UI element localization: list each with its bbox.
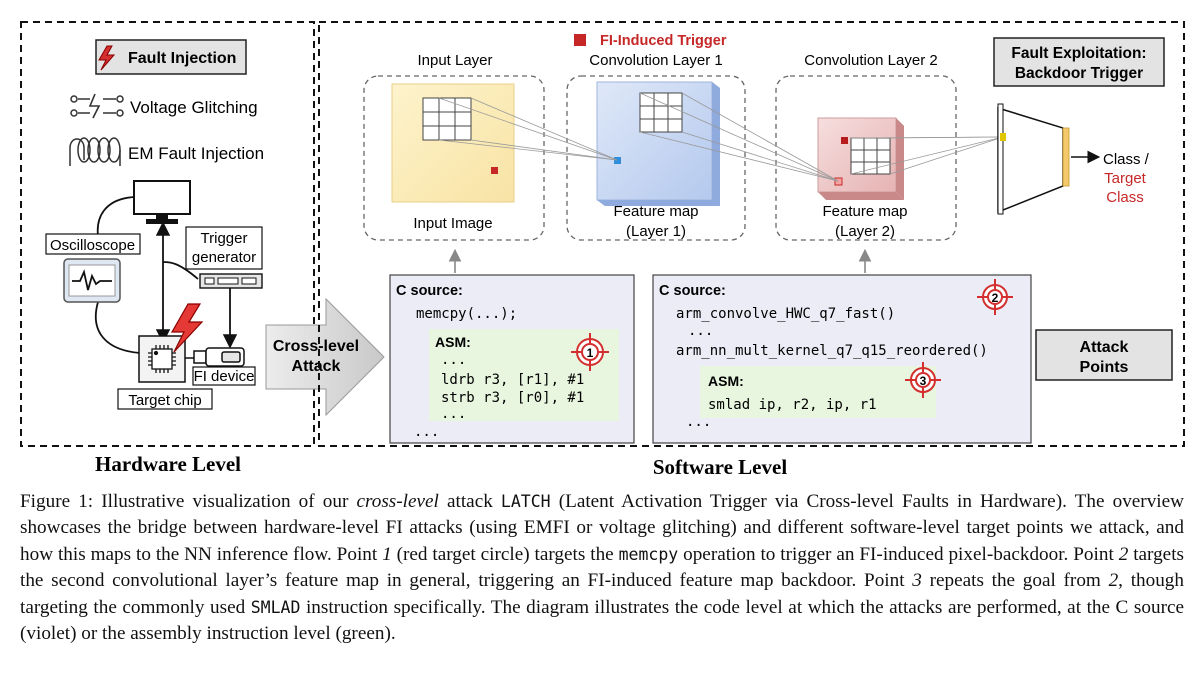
code1-asm-header: ASM: bbox=[435, 334, 471, 350]
software-level-title: Software Level bbox=[653, 455, 787, 479]
code1-header: C source: bbox=[396, 283, 463, 299]
code2-asm-header: ASM: bbox=[708, 373, 744, 389]
fi-device-icon bbox=[185, 347, 245, 367]
code-box-2: C source: arm_convolve_HWC_q7_fast() ...… bbox=[652, 274, 1032, 444]
fault-injection-label: Fault Injection bbox=[128, 50, 236, 67]
lightning-icon bbox=[98, 45, 116, 71]
trigger-generator-icon bbox=[199, 273, 263, 289]
code2-call-1: arm_convolve_HWC_q7_fast() bbox=[676, 306, 895, 322]
code2-header: C source: bbox=[659, 283, 726, 299]
caption-code-latch: LATCH bbox=[500, 492, 551, 511]
input-layer-label: Input Layer bbox=[417, 52, 492, 69]
conv1-activation-cell bbox=[614, 157, 621, 164]
target-2-number: 2 bbox=[992, 291, 999, 305]
caption-text: (Latent Activation Trigger via Cross-lev… bbox=[20, 491, 1184, 565]
attack-points-label-2: Points bbox=[1080, 359, 1129, 376]
cables bbox=[94, 196, 238, 354]
conv2-trigger-cell bbox=[841, 137, 848, 144]
oscilloscope-icon bbox=[63, 258, 121, 303]
code-box-1: C source: memcpy(...); ASM: ... ldrb r3,… bbox=[389, 274, 635, 444]
fault-injection-badge: Fault Injection bbox=[95, 39, 247, 75]
input-layer: Input Image bbox=[363, 75, 545, 241]
caption-code-memcpy: memcpy bbox=[618, 544, 679, 564]
target-3-icon bbox=[905, 362, 941, 398]
caption-point-number: 3 bbox=[912, 570, 922, 592]
class-label-2: Target bbox=[1104, 170, 1147, 187]
fmap1-label-2: (Layer 1) bbox=[626, 223, 686, 240]
code2-dots-bottom: ... bbox=[686, 414, 711, 430]
code2-asm-line-1: smlad ip, r2, ip, r1 bbox=[708, 397, 877, 413]
receptive-field-lines bbox=[438, 92, 1004, 182]
code1-asm-line-1: ldrb r3, [r1], #1 bbox=[441, 372, 584, 388]
caption-text: attack bbox=[438, 491, 501, 512]
hardware-panel: Fault Injection Voltage Glitching EM Fau… bbox=[20, 21, 315, 447]
class-label-3: Class bbox=[1106, 189, 1144, 206]
conv2-kernel-grid bbox=[850, 137, 891, 175]
fault-exploitation-label-2: Backdoor Trigger bbox=[1015, 65, 1143, 82]
target-1-icon bbox=[571, 333, 609, 371]
caption-text: , though targeting the commonly used bbox=[20, 570, 1184, 618]
class-label-1: Class / bbox=[1103, 151, 1150, 168]
figure-caption: Figure 1: Illustrative visualization of … bbox=[20, 489, 1184, 647]
cross-level-label-1: Cross-level bbox=[273, 338, 359, 355]
code2-call-2: arm_nn_mult_kernel_q7_q15_reordered() bbox=[676, 343, 988, 359]
code2-dots-mid: ... bbox=[688, 323, 713, 339]
input-kernel-grid bbox=[422, 97, 472, 141]
trigger-generator-label-2: generator bbox=[192, 249, 256, 266]
code1-asm-dots-top: ... bbox=[441, 352, 466, 368]
target-chip-label: Target chip bbox=[128, 392, 201, 409]
fi-device-label: FI device bbox=[194, 368, 255, 385]
input-image-label: Input Image bbox=[413, 215, 492, 232]
cross-level-label-2: Attack bbox=[292, 358, 341, 375]
caption-text: (red target circle) targets the bbox=[391, 543, 619, 565]
caption-text: targets the second convolutional layer’s… bbox=[20, 543, 1184, 592]
output-layer: Class / Target Class bbox=[997, 103, 1150, 215]
input-trigger-pixel bbox=[491, 167, 498, 174]
conv1-label: Convolution Layer 1 bbox=[589, 52, 722, 69]
chip-icon bbox=[148, 345, 176, 373]
caption-paragraph: Figure 1: Illustrative visualization of … bbox=[20, 489, 1184, 647]
fault-exploitation-label-1: Fault Exploitation: bbox=[1011, 45, 1146, 62]
fi-trigger-legend-label: FI-Induced Trigger bbox=[600, 33, 727, 49]
fmap2-label-2: (Layer 2) bbox=[835, 223, 895, 240]
fmap1-label-1: Feature map bbox=[613, 203, 698, 220]
hardware-level-title: Hardware Level bbox=[95, 452, 241, 476]
conv2-activation-cell bbox=[834, 177, 843, 186]
cross-level-attack-arrow: Cross-level Attack bbox=[265, 297, 385, 417]
caption-text: operation to trigger an FI-induced pixel… bbox=[678, 543, 1119, 565]
caption-point-number: 1 bbox=[382, 543, 392, 565]
voltage-glitch-icon bbox=[70, 93, 124, 119]
em-fault-injection-label: EM Fault Injection bbox=[128, 144, 264, 163]
software-panel bbox=[318, 21, 1185, 447]
fi-trigger-legend-swatch bbox=[574, 34, 586, 46]
caption-italic: cross-level bbox=[356, 491, 439, 512]
target-2-icon bbox=[977, 279, 1013, 315]
fault-lightning-icon bbox=[170, 303, 204, 353]
caption-point-number: 2 bbox=[1118, 543, 1129, 565]
conv-layer-1: Feature map (Layer 1) bbox=[566, 75, 746, 241]
oscilloscope-label: Oscilloscope bbox=[50, 237, 135, 254]
trigger-generator-label-1: Trigger bbox=[201, 230, 248, 247]
code1-asm-line-2: strb r3, [r0], #1 bbox=[441, 390, 584, 406]
code1-asm-dots-bottom: ... bbox=[441, 406, 466, 422]
voltage-glitching-label: Voltage Glitching bbox=[130, 98, 258, 117]
target-1-number: 1 bbox=[587, 346, 594, 360]
conv1-kernel-grid bbox=[639, 92, 683, 133]
figure-diagram: Fault Injection Voltage Glitching EM Fau… bbox=[20, 21, 1185, 479]
caption-code-smlad: SMLAD bbox=[250, 597, 301, 617]
caption-text: repeats the goal from bbox=[921, 570, 1109, 592]
caption-point-number: 2 bbox=[1108, 570, 1119, 592]
target-3-number: 3 bbox=[920, 374, 927, 388]
code1-dots-bottom: ... bbox=[414, 424, 439, 440]
conv-layer-2: Feature map (Layer 2) bbox=[775, 75, 957, 241]
em-coil-icon bbox=[69, 137, 121, 166]
fmap2-label-1: Feature map bbox=[822, 203, 907, 220]
caption-text: Figure 1: Illustrative visualization of … bbox=[20, 491, 357, 512]
code1-call: memcpy(...); bbox=[416, 306, 517, 322]
caption-text: instruction specifically. The diagram il… bbox=[20, 596, 1184, 645]
conv2-label: Convolution Layer 2 bbox=[804, 52, 937, 69]
monitor-icon bbox=[133, 180, 191, 224]
attack-points-label-1: Attack bbox=[1080, 339, 1129, 356]
